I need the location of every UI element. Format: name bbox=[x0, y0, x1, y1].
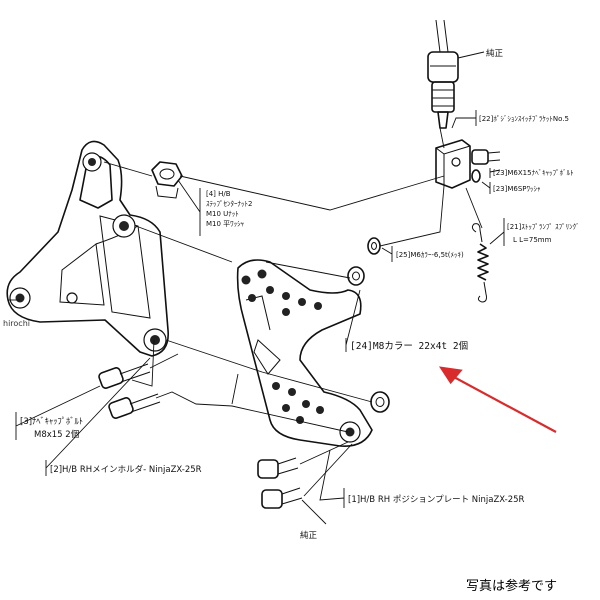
label-part-1: [1]H/B RH ポジションプレート NinjaZX-25R bbox=[348, 495, 525, 505]
stop-lamp-switch bbox=[427, 19, 459, 129]
switch-bracket bbox=[435, 139, 471, 189]
label-genuine-top: 純正 bbox=[486, 48, 504, 59]
label-part-21-line2: L L=75mm bbox=[513, 236, 552, 244]
label-part-4-line4: M10 平ﾜｯｼｬ bbox=[206, 220, 244, 228]
stop-lamp-spring bbox=[471, 223, 489, 303]
label-part-23a: [23]M6X15ﾅﾍﾞｷｬｯﾌﾟﾎﾞﾙﾄ bbox=[493, 169, 574, 177]
main-holder-part bbox=[6, 140, 169, 357]
label-part-3-line1: [3]ﾅﾍﾞｷｬｯﾌﾟﾎﾞﾙﾄ bbox=[20, 417, 83, 427]
collar-upper bbox=[347, 266, 365, 286]
genuine-bolt-upper bbox=[257, 457, 299, 479]
cap-bolt-lower bbox=[108, 393, 161, 419]
label-part-4-line1: [4] H/B bbox=[206, 190, 231, 198]
label-part-4-line2: ｽﾃｯﾌﾟｾﾝﾀｰﾅｯﾄ2 bbox=[206, 200, 252, 208]
assembly-center-lines bbox=[8, 127, 483, 497]
label-part-4-line3: M10 Uﾅｯﾄ bbox=[206, 210, 239, 218]
collar-lower bbox=[370, 391, 390, 413]
label-part-25: [25]M6ｶﾗｰ-6,5t(ﾒｯｷ) bbox=[396, 251, 464, 259]
collar-m6 bbox=[367, 237, 381, 255]
center-nut-part bbox=[151, 161, 183, 199]
sp-washer bbox=[471, 169, 481, 183]
label-part-2: [2]H/B RHメインホルダ- NinjaZX-25R bbox=[50, 464, 202, 475]
label-part-23b: [23]M6SPﾜｯｼｬ bbox=[493, 185, 541, 193]
label-part-22: [22]ﾎﾟｼﾞｼｮﾝｽｲｯﾁﾌﾞﾗｹｯﾄNo.5 bbox=[479, 115, 569, 123]
genuine-bolt-lower bbox=[261, 487, 303, 509]
label-genuine-bottom: 純正 bbox=[300, 530, 318, 541]
red-arrow-icon bbox=[438, 366, 557, 433]
label-part-3-line2: M8x15 2個 bbox=[34, 429, 79, 440]
label-part-21-line1: [21]ｽﾄｯﾌﾟﾗﾝﾌﾟ ｽﾌﾟﾘﾝｸﾞ bbox=[507, 223, 580, 231]
watermark-text: hirochi bbox=[3, 319, 30, 328]
bracket-bolt bbox=[471, 149, 501, 165]
label-part-24: [24]M8カラー 22x4t 2個 bbox=[350, 340, 468, 352]
position-plate-part bbox=[236, 259, 373, 447]
label-leaders bbox=[15, 51, 505, 525]
disclaimer-text: 写真は参考です bbox=[466, 578, 557, 594]
